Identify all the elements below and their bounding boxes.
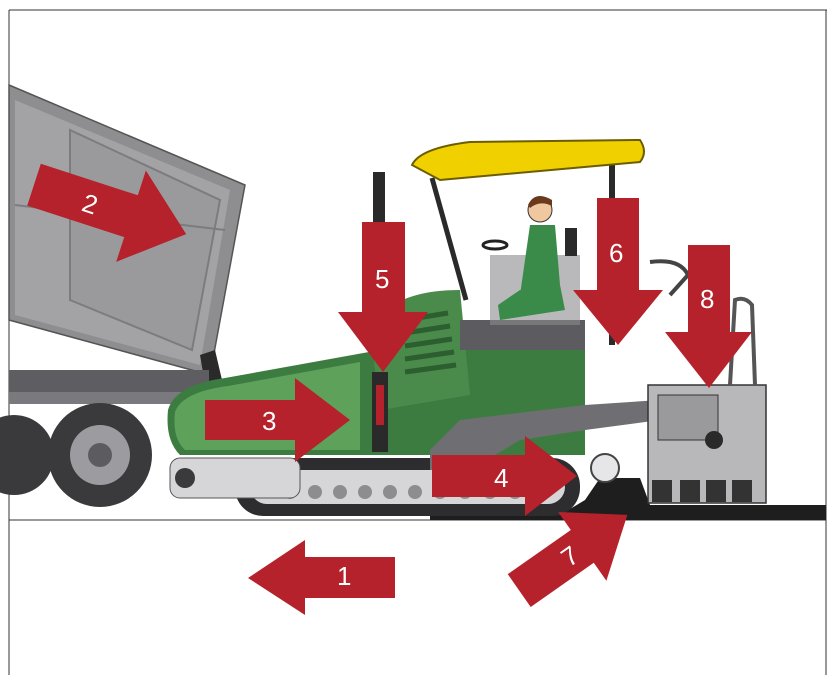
steering-wheel — [483, 241, 507, 249]
step-label-3: 3 — [262, 406, 276, 436]
handrail — [650, 261, 688, 295]
step-label-5: 5 — [375, 264, 389, 294]
operator-torso — [520, 225, 560, 295]
step-arrow-6: 6 — [573, 198, 663, 345]
truck-wheel-front — [0, 415, 54, 495]
step-arrow-1: 1 — [248, 540, 395, 615]
step-label-8: 8 — [700, 284, 714, 314]
push-roller — [175, 468, 195, 488]
truck-chassis-lower — [9, 392, 199, 404]
step-label-4: 4 — [494, 463, 508, 493]
operator-seat — [565, 228, 577, 256]
auger — [591, 454, 619, 482]
canopy-post-front — [432, 178, 466, 300]
truck-chassis — [9, 370, 209, 392]
step-label-1: 1 — [337, 561, 351, 591]
step-label-6: 6 — [609, 238, 623, 268]
